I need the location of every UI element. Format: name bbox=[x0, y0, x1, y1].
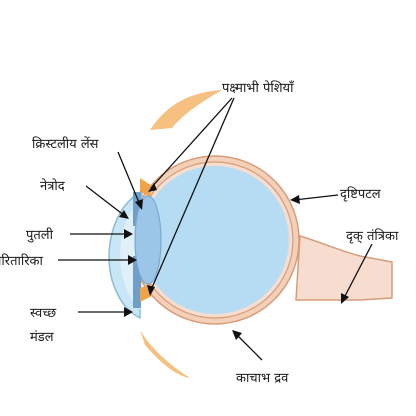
leader-aqueous bbox=[85, 185, 126, 217]
label-optic-nerve: दृक् तंत्रिका bbox=[346, 228, 399, 244]
leader-lens bbox=[117, 151, 141, 206]
label-iris: परितारिका bbox=[0, 253, 44, 269]
label-cornea-line1: स्वच्छ bbox=[30, 306, 57, 321]
lower-eyelid bbox=[140, 330, 190, 378]
iris-lower bbox=[133, 256, 141, 308]
iris-upper bbox=[133, 192, 141, 226]
arrowhead-iris bbox=[128, 255, 137, 265]
arrowhead-optic-nerve bbox=[341, 293, 349, 304]
label-ciliary-muscles: पक्ष्माभी पेशियाँ bbox=[222, 80, 294, 96]
leader-retina bbox=[293, 194, 339, 201]
label-pupil: पुतली bbox=[26, 227, 54, 243]
label-vitreous-humour: काचाभ द्रव bbox=[236, 371, 289, 386]
leader-vitreous bbox=[235, 333, 263, 361]
label-crystalline-lens: क्रिस्टलीय लेंस bbox=[32, 136, 99, 152]
label-aqueous-humour: नेत्रोद bbox=[40, 178, 66, 194]
leader-ciliary-upper bbox=[150, 97, 233, 189]
arrowhead-cornea bbox=[124, 307, 133, 317]
crystalline-lens bbox=[134, 195, 162, 285]
leader-optic-nerve bbox=[343, 243, 373, 299]
upper-eyelid bbox=[150, 90, 222, 130]
label-retina: दृष्टिपटल bbox=[340, 186, 381, 202]
arrowhead-aqueous bbox=[119, 210, 129, 219]
optic-nerve bbox=[295, 235, 393, 301]
leader-lines bbox=[58, 97, 373, 361]
arrowhead-vitreous bbox=[232, 330, 242, 340]
arrowhead-lens bbox=[135, 199, 143, 210]
arrowheads bbox=[119, 183, 349, 340]
arrowhead-ciliary-lower bbox=[147, 285, 155, 296]
vitreous-body bbox=[141, 166, 289, 314]
arrowhead-ciliary-upper bbox=[148, 183, 157, 192]
leader-ciliary-lower bbox=[150, 97, 235, 291]
label-cornea-line2: मंडल bbox=[30, 330, 54, 345]
arrowhead-retina bbox=[290, 195, 300, 204]
arrowhead-pupil bbox=[124, 229, 133, 239]
